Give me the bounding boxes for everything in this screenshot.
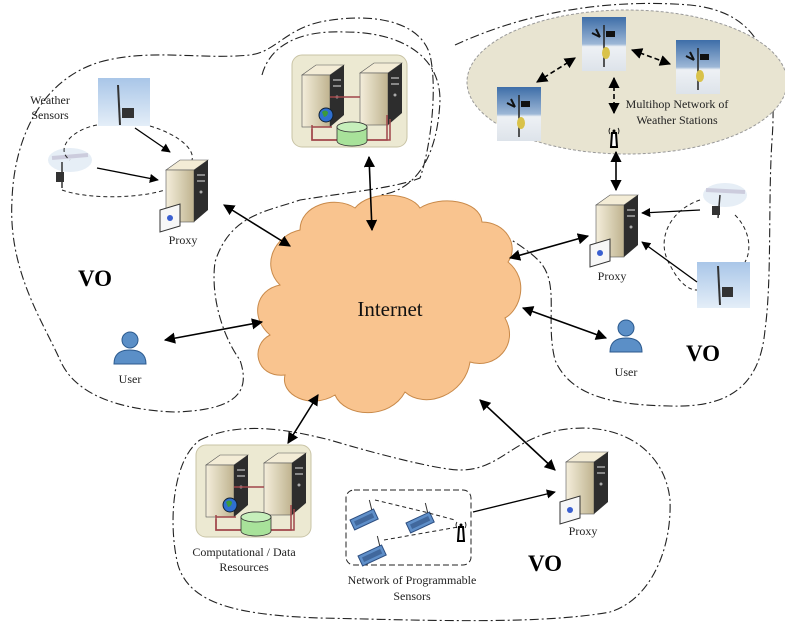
internet-cloud [257, 194, 522, 414]
link-left-user-internet [163, 318, 264, 344]
link-bottom-proxy-internet [479, 399, 556, 471]
computational-resources-top [292, 55, 407, 147]
vo-boundary-bottom [172, 427, 671, 622]
weather-sensors-label-line2: Sensors [31, 108, 69, 122]
link-left-proxy-internet [223, 204, 291, 247]
sensor-links [374, 499, 459, 541]
sensor-network-label-line1: Network of Programmable [348, 573, 477, 587]
link-sensor-network-proxy [472, 489, 556, 513]
antenna-icon [455, 521, 467, 542]
vo-label-right: VO [686, 341, 720, 366]
sensor-mote-icon [345, 499, 379, 531]
multihop-label-line1: Multihop Network of [626, 97, 729, 111]
resources-label-line2: Resources [219, 560, 269, 574]
computational-resources-bottom [196, 445, 311, 537]
proxy-label-right: Proxy [598, 269, 627, 283]
multihop-link [630, 48, 672, 66]
weather-station-image [581, 16, 627, 72]
sensor-panel [122, 108, 134, 118]
multihop-label-line2: Weather Stations [636, 113, 718, 127]
sensor-arrow [134, 127, 171, 153]
sensor-cluster-boundary [61, 124, 193, 198]
internet-label: Internet [357, 297, 422, 321]
user-label-right: User [615, 365, 638, 379]
proxy-server-icon [160, 160, 208, 232]
vo-boundary-right [454, 2, 774, 407]
link-right-user-internet [521, 306, 608, 340]
sensor-mast [117, 84, 121, 126]
vo-label-left: VO [78, 266, 112, 291]
sensor-cluster-boundary [663, 199, 750, 291]
vo-label-bottom: VO [528, 551, 562, 576]
weather-station-image [675, 39, 721, 95]
sensor-mote-icon [353, 535, 387, 567]
sensor-arrow [96, 167, 159, 183]
proxy-server-icon [590, 195, 638, 267]
resources-label-line1: Computational / Data [192, 545, 296, 559]
proxy-label-bottom: Proxy [569, 524, 598, 538]
sensor-arrow [641, 241, 698, 283]
weather-sensor-image [98, 78, 150, 126]
weather-sensor-device [703, 183, 747, 219]
link-right-proxy-internet [508, 233, 590, 261]
link-top-resources-internet [363, 155, 378, 232]
user-label-left: User [119, 372, 142, 386]
weather-sensors-label-line1: Weather [30, 93, 70, 107]
weather-station-image [496, 86, 542, 142]
proxy-server-icon [560, 452, 608, 524]
vo-boundary-top-resources [261, 31, 441, 196]
user-icon-right [609, 319, 643, 353]
proxy-label-left: Proxy [169, 233, 198, 247]
sensor-mote-icon [401, 502, 435, 534]
sensor-network-label-line2: Sensors [393, 589, 431, 603]
weather-sensor-device [48, 148, 92, 188]
programmable-sensor-network [345, 489, 472, 566]
sensor-panel [722, 287, 733, 297]
user-icon-left [113, 331, 147, 365]
sensor-arrow [641, 208, 701, 218]
link-bottom-resources-internet [287, 394, 319, 444]
sensor-mast [717, 265, 721, 306]
weather-sensor-image [697, 262, 750, 308]
